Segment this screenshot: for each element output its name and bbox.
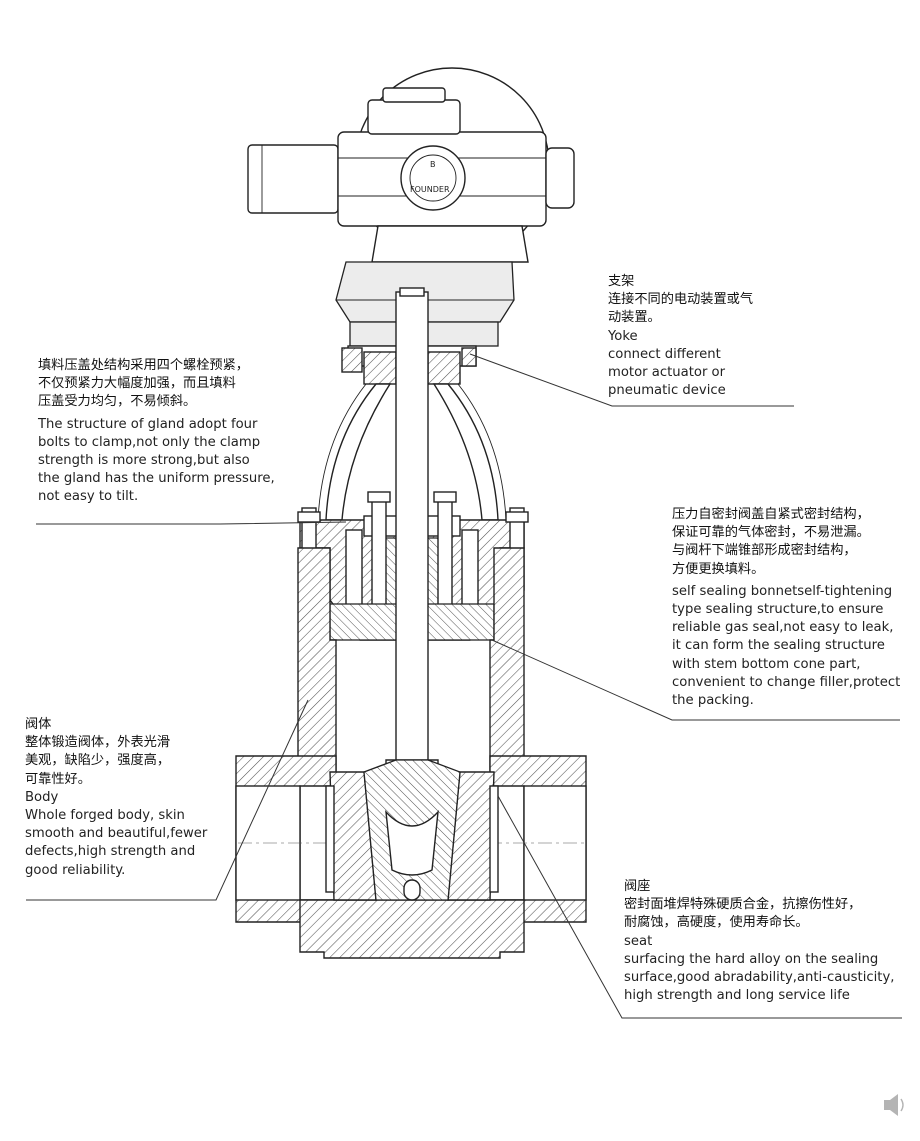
actuator-nameplate: FOUNDER (410, 185, 450, 194)
gland-en-line: The structure of gland adopt four (38, 416, 258, 432)
control-box-top (367, 99, 461, 135)
bonnet-annotation: 压力自密封阀盖自紧式密封结构， 保证可靠的气体密封，不易泄漏。 与阀杆下端锥部形… (672, 506, 900, 710)
body-zh-line: 美观，缺陷少，强度高， (25, 753, 171, 769)
bonnet-en-line: type sealing structure,to ensure (672, 602, 884, 618)
gland-zh-line: 填料压盖处结构采用四个螺栓预紧， (38, 358, 249, 373)
body-annotation: 阀体 整体锻造阀体，外表光滑 美观，缺陷少，强度高， 可靠性好。 Body Wh… (25, 716, 207, 880)
bonnet-en-line: with stem bottom cone part, (672, 656, 861, 672)
gland-en-line: bolts to clamp,not only the clamp (38, 434, 261, 450)
seat-en-line: high strength and long service life (624, 988, 850, 1004)
gland-zh-line: 不仅预紧力大幅度加强，而且填料 (38, 376, 236, 392)
seat-zh-title: 阀座 (624, 879, 651, 894)
seat-leader (497, 795, 902, 1019)
yoke-leader (469, 353, 794, 407)
bonnet-zh-line: 保证可靠的气体密封，不易泄漏。 (672, 525, 870, 541)
gland-zh-line: 压盖受力均匀，不易倾斜。 (38, 394, 197, 410)
bonnet-en-line: the packing. (672, 693, 754, 709)
yoke-en-line: pneumatic device (608, 383, 726, 399)
body-zh-title: 阀体 (25, 717, 52, 732)
yoke-en-title: Yoke (608, 328, 638, 344)
bonnet-zh-line: 压力自密封阀盖自紧式密封结构， (672, 507, 870, 522)
seat-annotation: 阀座 密封面堆焊特殊硬质合金，抗擦伤性好， 耐腐蚀，高硬度，使用寿命长。 sea… (624, 878, 894, 1005)
bonnet-zh-line: 与阀杆下端锥部形成密封结构， (672, 543, 857, 559)
body-en-line: good reliability. (25, 862, 126, 878)
yoke-zh-title: 支架 (608, 274, 635, 289)
gland-en-line: strength is more strong,but also (38, 453, 250, 469)
bonnet-zh-line: 方便更换填料。 (672, 561, 765, 577)
body-en-line: Whole forged body, skin (25, 808, 185, 824)
bonnet-leader (491, 639, 900, 721)
body-en-line: smooth and beautiful,fewer (25, 826, 208, 842)
valve-body (235, 547, 587, 959)
yoke-en-line: connect different (608, 346, 721, 362)
yoke-zh-line: 动装置。 (608, 310, 661, 326)
bonnet-en-line: self sealing bonnetself-tightening (672, 583, 893, 599)
actuator-dial-mark: B (430, 160, 436, 169)
yoke-en-line: motor actuator or (608, 365, 726, 381)
motor-housing (247, 144, 339, 214)
gland-annotation: 填料压盖处结构采用四个螺栓预紧， 不仅预紧力大幅度加强，而且填料 压盖受力均匀，… (38, 357, 275, 507)
yoke-annotation: 支架 连接不同的电动装置或气 动装置。 Yoke connect differe… (608, 273, 753, 400)
seat-zh-line: 密封面堆焊特殊硬质合金，抗擦伤性好， (624, 897, 862, 913)
seats-and-gate (325, 759, 499, 901)
gland-leader (36, 521, 347, 525)
body-leader (26, 699, 309, 901)
body-zh-line: 整体锻造阀体，外表光滑 (25, 735, 171, 751)
electric-actuator: B FOUNDER (247, 67, 575, 263)
actuator-dial (400, 145, 466, 211)
bonnet-en-line: convenient to change filler,protect (672, 674, 901, 690)
seat-zh-line: 耐腐蚀，高硬度，使用寿命长。 (624, 915, 809, 931)
body-en-line: defects,high strength and (25, 844, 196, 860)
seat-en-line: surfacing the hard alloy on the sealing (624, 951, 879, 967)
bonnet-en-line: it can form the sealing structure (672, 638, 885, 654)
speaker-watermark-icon (884, 1094, 904, 1116)
body-zh-line: 可靠性好。 (25, 771, 91, 787)
bonnet-en-line: reliable gas seal,not easy to leak, (672, 620, 894, 636)
gland-en-line: the gland has the uniform pressure, (38, 471, 275, 487)
handwheel-hub (545, 147, 575, 209)
leader-lines (26, 353, 902, 1019)
gland-en-line: not easy to tilt. (38, 489, 139, 505)
seat-en-line: surface,good abradability,anti-causticit… (624, 970, 895, 986)
seat-en-title: seat (624, 933, 653, 949)
yoke-zh-line: 连接不同的电动装置或气 (608, 292, 754, 308)
body-en-title: Body (25, 789, 59, 805)
